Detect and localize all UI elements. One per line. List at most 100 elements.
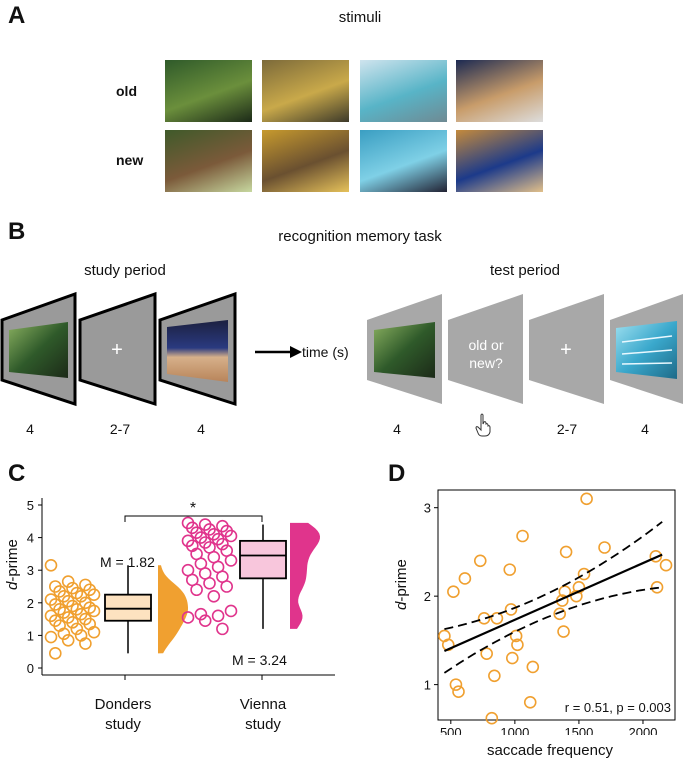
y-tick-label: 2	[424, 589, 431, 604]
donders-point	[87, 604, 101, 618]
scatter-point	[452, 685, 465, 698]
donders-box	[104, 593, 152, 622]
scatter-point	[526, 660, 540, 674]
y-tick-label: 4	[27, 531, 34, 546]
scatter-point	[480, 647, 493, 660]
correlation-stat: r = 0.51, p = 0.003	[565, 700, 671, 715]
scatter-point	[490, 611, 504, 625]
donders-point	[61, 633, 75, 647]
vienna-point	[216, 537, 229, 551]
confidence-upper	[444, 521, 663, 630]
scatter-point	[504, 603, 518, 616]
scatter-point	[509, 629, 523, 643]
trial-sequence-diagram: + time (s) old or new? +	[0, 291, 683, 407]
vienna-point	[194, 607, 208, 621]
scatter-point	[650, 581, 664, 594]
scatter-point	[488, 669, 501, 683]
x-label-vienna-1: Vienna	[239, 696, 287, 713]
time-label: time (s)	[302, 344, 349, 360]
y-tick-label: 3	[424, 501, 431, 516]
plot-frame	[437, 489, 676, 721]
donders-point	[87, 588, 101, 601]
panel-d-ylabel: d-prime	[393, 559, 410, 610]
y-tick-label: 3	[27, 563, 34, 578]
scatter-point	[659, 558, 673, 572]
x-label-donders-2: study	[105, 716, 141, 733]
mean-label-vienna: M = 3.24	[232, 652, 287, 668]
scatter-point	[473, 554, 487, 568]
vienna-point	[181, 611, 195, 624]
scatter-point	[485, 711, 499, 725]
x-tick-label: 2000	[629, 725, 658, 735]
vienna-point	[198, 614, 212, 628]
study-duration-1: 4	[26, 421, 34, 437]
vienna-point	[224, 554, 238, 567]
donders-point	[48, 647, 62, 660]
x-label-donders-1: Donders	[94, 696, 152, 713]
panel-d-ylabel-rest: -prime	[393, 559, 410, 602]
row-label-old: old	[116, 83, 137, 99]
study-period-label: study period	[84, 262, 166, 279]
fixation-cross-2: +	[560, 339, 572, 361]
scatter-point	[649, 550, 663, 563]
stimulus-old-pool-indoor	[360, 60, 447, 122]
scatter-point	[523, 696, 537, 709]
fixation-cross-1: +	[111, 339, 123, 361]
vienna-point	[224, 604, 238, 618]
scatter-point	[506, 651, 519, 665]
donders-density	[158, 565, 188, 654]
test-duration-3: 4	[641, 421, 649, 437]
vienna-point	[190, 583, 203, 597]
scatter-point	[511, 638, 524, 652]
y-tick-label: 1	[27, 628, 34, 643]
vienna-box	[239, 539, 287, 580]
x-tick-label: 1500	[564, 725, 593, 735]
study-screen-2: +	[78, 291, 157, 407]
significance-star: *	[190, 500, 196, 517]
test-period-label: test period	[489, 262, 561, 279]
vienna-density	[290, 522, 320, 629]
stimulus-new-forest-tall	[165, 130, 252, 192]
scatter-point	[458, 572, 472, 585]
study-screen-1	[0, 291, 77, 407]
donders-point	[79, 637, 92, 650]
vienna-point	[207, 589, 221, 603]
x-tick-label: 500	[440, 725, 462, 735]
study-duration-2: 2-7	[109, 421, 131, 437]
panel-c-letter: C	[8, 460, 26, 487]
panel-b-letter: B	[8, 218, 26, 245]
scatter-point	[577, 567, 591, 581]
y-tick-label: 5	[27, 498, 34, 513]
question-line-1: old or	[468, 337, 503, 353]
panel-d-letter: D	[388, 460, 406, 487]
donders-point	[70, 622, 84, 636]
panel-d-ylabel-italic: d	[393, 601, 410, 610]
donders-point	[57, 627, 71, 641]
test-screen-3: +	[529, 294, 604, 404]
scatter-point	[477, 611, 491, 625]
vienna-point	[224, 529, 238, 543]
stimulus-new-forest-yellow	[262, 130, 349, 192]
vienna-point	[216, 622, 229, 636]
x-tick-label: 1000	[500, 725, 529, 735]
test-screen-2: old or new?	[448, 294, 523, 404]
stimulus-old-forest-green	[165, 60, 252, 122]
panel-d-xlabel: saccade frequency	[487, 742, 613, 759]
confidence-lower	[443, 586, 663, 674]
panel-b-title: recognition memory task	[278, 228, 442, 245]
x-label-vienna-2: study	[245, 716, 281, 733]
donders-point	[44, 559, 58, 572]
study-screen-3	[158, 291, 237, 407]
time-arrow	[255, 346, 302, 358]
panel-a-letter: A	[8, 2, 26, 29]
stimulus-new-gym-court	[456, 130, 543, 192]
donders-point	[44, 630, 58, 644]
donders-point	[66, 616, 79, 629]
donders-point	[61, 575, 75, 588]
test-screen-4	[610, 294, 683, 404]
stimulus-old-forest-autumn	[262, 60, 349, 122]
question-line-2: new?	[469, 355, 503, 371]
scatter-point	[516, 529, 529, 543]
scatter-point	[503, 563, 517, 576]
